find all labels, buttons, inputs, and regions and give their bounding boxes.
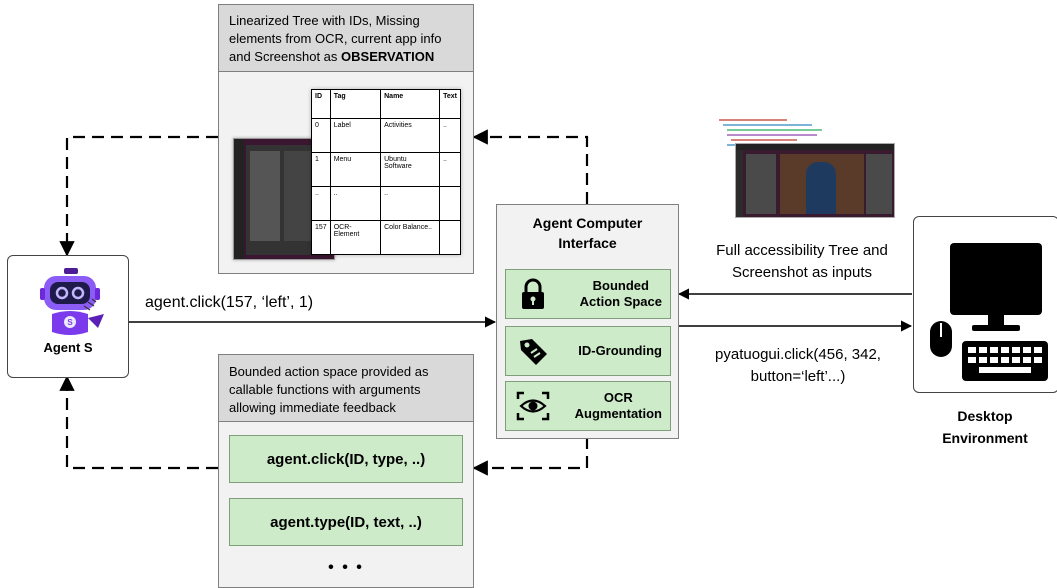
screenshot-input-thumbnail bbox=[735, 143, 895, 218]
table-cell: Activities bbox=[380, 118, 441, 153]
table-cell: 157 bbox=[311, 220, 331, 255]
function-type-box: agent.type(ID, text, ..) bbox=[229, 498, 463, 546]
action-to-agent-arrow bbox=[59, 375, 218, 470]
desktop-computer-icon bbox=[930, 243, 1048, 381]
table-cell bbox=[439, 186, 461, 221]
table-cell: Color Balance.. bbox=[380, 220, 441, 255]
table-row: 0 Label Activities .. bbox=[311, 118, 461, 153]
agent-s-node: S Agent S bbox=[7, 255, 129, 378]
aci-to-action-arrow bbox=[472, 437, 589, 476]
table-cell: .. bbox=[439, 118, 461, 153]
table-cell: Menu bbox=[329, 152, 382, 187]
pyautogui-command-label: pyatuogui.click(456, 342, button=‘left’.… bbox=[715, 346, 881, 385]
linearized-tree-table: ID Tag Name Text 0 Label Activities .. 1… bbox=[311, 89, 461, 255]
table-cell: Label bbox=[329, 118, 382, 153]
table-row: 1 Menu Ubuntu Software .. bbox=[311, 152, 461, 187]
table-cell: 0 bbox=[311, 118, 331, 153]
aci-title: Agent Computer Interface bbox=[532, 215, 643, 251]
observation-header: Linearized Tree with IDs, Missing elemen… bbox=[219, 5, 473, 72]
agent-click-label: agent.click(157, ‘left’, 1) bbox=[145, 294, 314, 311]
aci-to-observation-arrow bbox=[472, 129, 589, 204]
lock-icon bbox=[522, 278, 544, 309]
function-click-box: agent.click(ID, type, ..) bbox=[229, 435, 463, 483]
table-header-cell: ID bbox=[311, 89, 331, 119]
aci-id-grounding: ID-Grounding bbox=[505, 326, 671, 376]
accessibility-input-label: Full accessibility Tree and Screenshot a… bbox=[716, 242, 888, 281]
table-cell bbox=[439, 220, 461, 255]
table-cell: .. bbox=[329, 186, 382, 221]
desktop-environment-label: Desktop Environment bbox=[942, 408, 1028, 446]
action-space-panel: Bounded action space provided as callabl… bbox=[218, 354, 474, 588]
table-cell: OCR-Element bbox=[329, 220, 382, 255]
agent-label: Agent S bbox=[43, 340, 93, 355]
table-cell: .. bbox=[380, 186, 441, 221]
table-cell: 1 bbox=[311, 152, 331, 187]
table-header-row: ID Tag Name Text bbox=[311, 89, 461, 119]
table-cell: Ubuntu Software bbox=[380, 152, 441, 187]
table-header-cell: Name bbox=[380, 89, 441, 119]
action-space-header-text: Bounded action space provided as callabl… bbox=[229, 364, 429, 415]
observation-to-agent-arrow bbox=[59, 135, 218, 257]
tag-icon bbox=[520, 339, 547, 365]
svg-text:S: S bbox=[67, 318, 73, 327]
table-row: 157 OCR-Element Color Balance.. bbox=[311, 220, 461, 255]
table-row: .. .. .. bbox=[311, 186, 461, 221]
table-cell: .. bbox=[311, 186, 331, 221]
observation-header-text: Linearized Tree with IDs, Missing elemen… bbox=[229, 13, 442, 64]
eye-scan-icon bbox=[516, 391, 550, 421]
table-header-cell: Tag bbox=[329, 89, 382, 119]
desktop-environment-node bbox=[913, 216, 1057, 393]
table-header-cell: Text bbox=[439, 89, 461, 119]
observation-panel: Linearized Tree with IDs, Missing elemen… bbox=[218, 4, 474, 274]
robot-icon: S bbox=[40, 268, 104, 335]
table-cell: .. bbox=[439, 152, 461, 187]
action-space-header: Bounded action space provided as callabl… bbox=[219, 355, 473, 422]
aci-item-label: ID-Grounding bbox=[578, 343, 662, 358]
more-functions-ellipsis: • • • bbox=[328, 559, 364, 576]
